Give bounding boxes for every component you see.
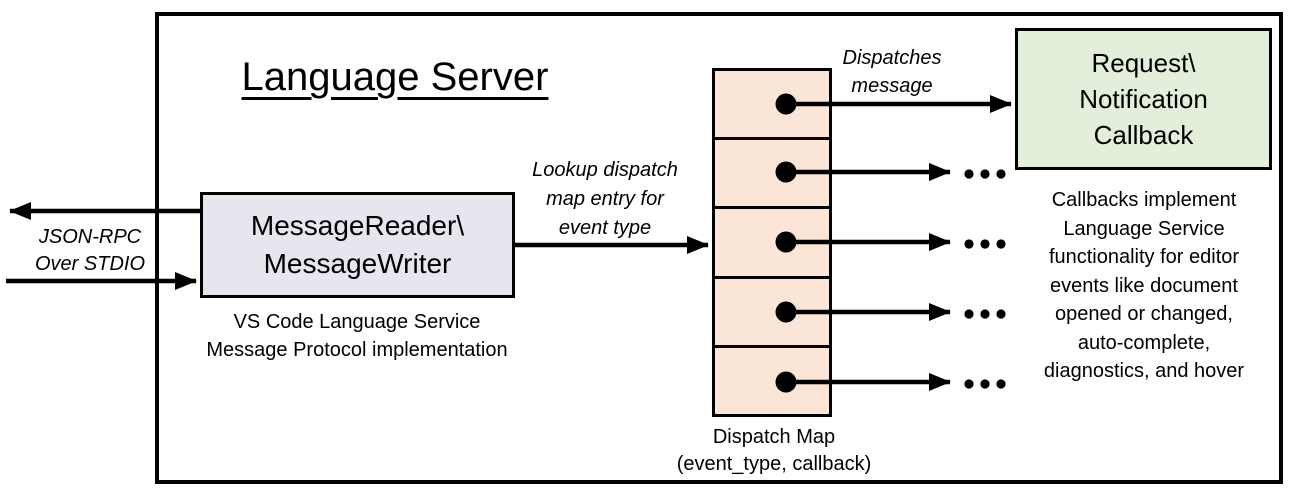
dispatch-map-cell: [715, 275, 829, 345]
message-reader-writer-caption: VS Code Language Service Message Protoco…: [206, 311, 508, 361]
dispatch-map-cell: [715, 71, 829, 137]
jsonrpc-stdio-label: JSON-RPC Over STDIO: [34, 226, 145, 275]
lookup-dispatch-label: Lookup dispatch map entry for event type: [532, 159, 678, 239]
language-server-container-box: [155, 12, 1283, 484]
request-notification-callback-box: Request\ Notification Callback: [1015, 28, 1272, 170]
dispatch-map-cell: [715, 206, 829, 275]
dispatch-map-cell: [715, 137, 829, 206]
request-notification-callback-label: Request\ Notification Callback: [1079, 48, 1208, 150]
dispatch-map-box: [712, 68, 832, 417]
message-reader-writer-box: MessageReader\ MessageWriter: [200, 192, 515, 298]
diagram-title: Language Server: [241, 55, 549, 99]
dispatch-map-caption: Dispatch Map (event_type, callback): [676, 426, 872, 475]
dispatch-map-cell: [715, 344, 829, 414]
message-reader-writer-label: MessageReader\ MessageWriter: [250, 210, 465, 279]
callback-description: Callbacks implement Language Service fun…: [1043, 189, 1245, 382]
dispatches-message-label: Dispatches message: [842, 47, 942, 97]
